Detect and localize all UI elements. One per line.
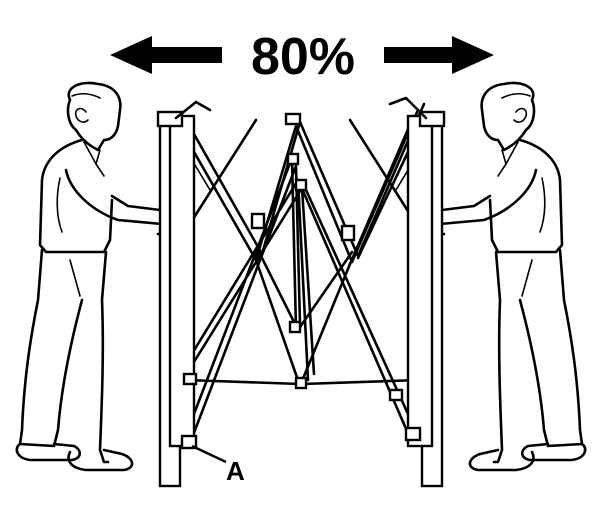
joint-bracket (250, 212, 266, 230)
callout-a-label: A (226, 456, 245, 486)
joint-bracket (340, 224, 356, 242)
instruction-banner: 80% (110, 28, 494, 86)
truss-members (174, 102, 426, 442)
right-frame-leg (388, 96, 446, 488)
arrow-right-icon (384, 36, 494, 74)
left-frame-leg (156, 100, 212, 488)
truss-joints (250, 112, 356, 390)
joint-bracket (294, 376, 308, 390)
canopy-frame-icon (156, 96, 446, 488)
person-pulling-right-icon (424, 81, 587, 472)
person-pulling-left-icon (15, 81, 178, 472)
joint-bracket (294, 178, 308, 192)
center-top-cap (284, 112, 302, 126)
joint-bracket (286, 152, 300, 166)
arrow-left-icon (110, 36, 222, 74)
expand-percent-label: 80% (251, 28, 355, 86)
joint-bracket (288, 320, 302, 334)
callout-a: A (191, 444, 245, 486)
